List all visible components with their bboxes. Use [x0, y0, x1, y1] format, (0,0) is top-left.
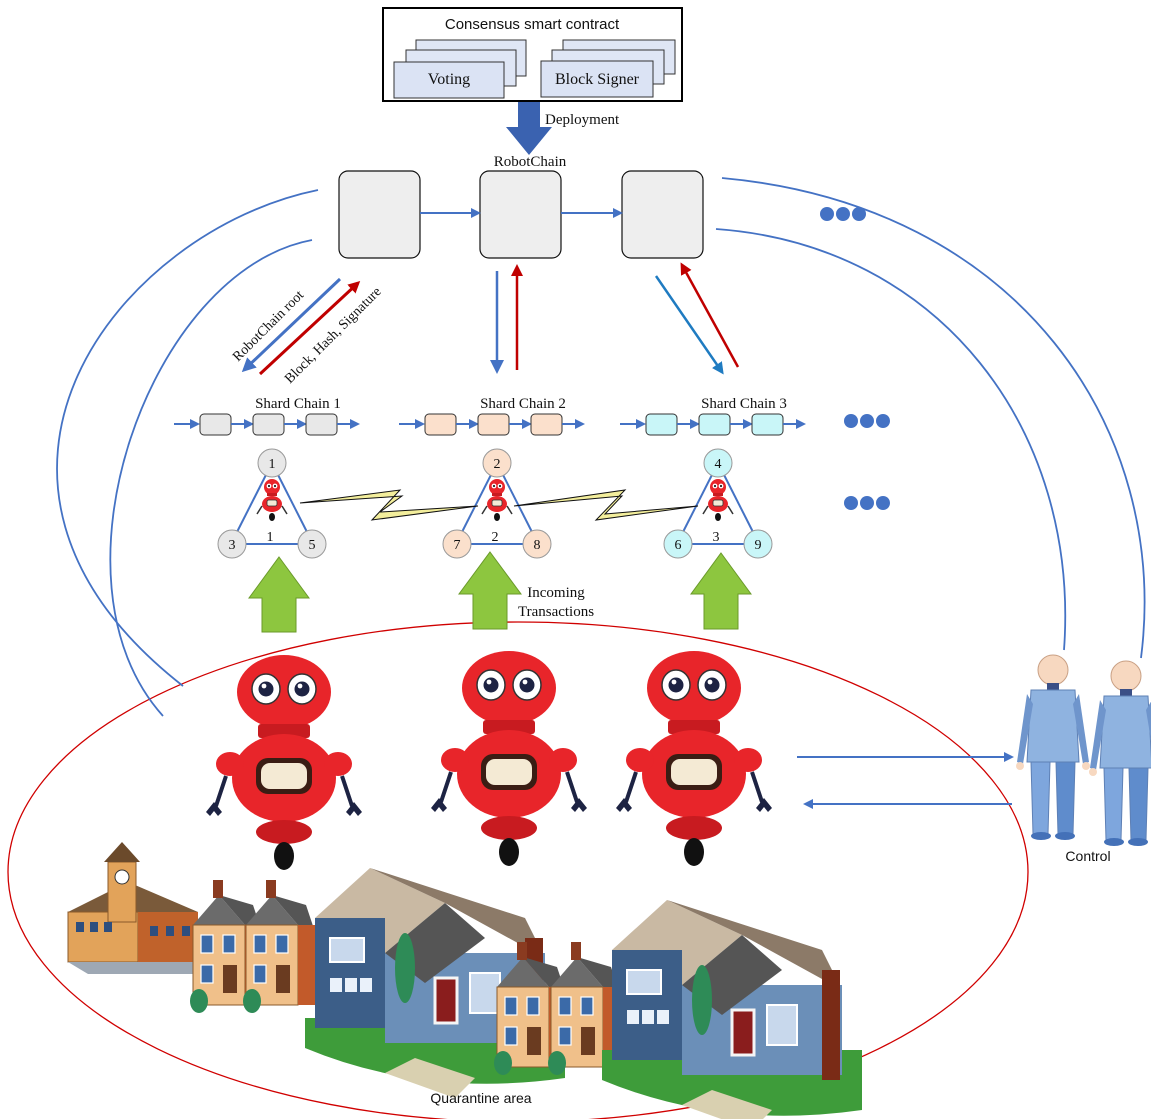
large-house-2: [600, 898, 864, 1119]
shard-robot-number: 3: [713, 530, 720, 545]
incoming-label-line2: Transactions: [518, 604, 594, 620]
contract-title: Consensus smart contract: [445, 16, 620, 33]
shard-link-1-2: [299, 489, 479, 521]
robotchain-root-label: RobotChain root: [230, 288, 307, 365]
shard-node-number: 4: [715, 457, 722, 472]
shard-node-number: 7: [454, 538, 461, 553]
shard-robot-number: 1: [267, 530, 274, 545]
shard-node: [703, 448, 733, 478]
shard-block: [477, 413, 510, 436]
shard-robot-number: 2: [492, 530, 499, 545]
robot-1: [204, 653, 364, 872]
incoming-arrow-2: [458, 551, 522, 630]
shard-block: [751, 413, 784, 436]
shard-block: [530, 413, 563, 436]
incoming-arrow-3: [690, 552, 752, 630]
townhouse-2: [242, 879, 317, 1014]
control-label: Control: [1065, 848, 1110, 864]
robotchain-block-2: [479, 170, 562, 259]
quarantine-area-ellipse: [7, 621, 1029, 1119]
shard-node-number: 1: [269, 457, 276, 472]
shard-node: [442, 529, 472, 559]
deployment-arrow: [506, 102, 552, 155]
shard3-up-arrow: [680, 262, 740, 368]
shard-node: [482, 448, 512, 478]
shard-node-number: 6: [675, 538, 682, 553]
deployment-label: Deployment: [545, 112, 620, 128]
right-outer-curve: [721, 177, 1146, 659]
shard-chain-2: Shard Chain 2 2 7 8 2: [399, 396, 585, 559]
left-inner-curve: [109, 239, 313, 717]
block-hash-signature-arrow: [258, 280, 361, 376]
voting-label: Voting: [428, 71, 470, 88]
shard-node: [522, 529, 552, 559]
consensus-smart-contract: Consensus smart contract Voting Block Si…: [382, 7, 683, 102]
shard-chain-label: Shard Chain 3: [701, 396, 787, 412]
shard-chain-label: Shard Chain 2: [480, 396, 566, 412]
shard-node: [257, 448, 287, 478]
shard-block: [645, 413, 678, 436]
robot-2: [429, 649, 589, 868]
robot-3: [614, 649, 774, 868]
shard-node: [217, 529, 247, 559]
quarantine-area-label: Quarantine area: [430, 1090, 531, 1106]
shard-link-2-3: [513, 489, 699, 521]
shard-chain-1: Shard Chain 1 1 3 5 1: [174, 396, 360, 559]
shard-chain-label: Shard Chain 1: [255, 396, 341, 412]
shard-node-number: 8: [534, 538, 541, 553]
robotchain-block-1: [338, 170, 421, 259]
shard-block: [698, 413, 731, 436]
robotchain-more-dots: [820, 207, 866, 221]
shard-node-number: 9: [755, 538, 762, 553]
incoming-arrow-1: [248, 556, 310, 633]
shard-block: [424, 413, 457, 436]
shard-node-number: 3: [229, 538, 236, 553]
shard-more-dots-2: [844, 496, 890, 510]
shard-node: [663, 529, 693, 559]
shard3-down-arrow: [654, 275, 724, 375]
shard-node: [743, 529, 773, 559]
shard-node-number: 2: [494, 457, 501, 472]
shard-node-number: 5: [309, 538, 316, 553]
shard-node: [297, 529, 327, 559]
shard-block: [252, 413, 285, 436]
shard-more-dots-1: [844, 414, 890, 428]
robotchain-root-arrow: [241, 277, 342, 373]
shard-block: [199, 413, 232, 436]
left-outer-curve: [56, 189, 319, 687]
block-signer-label: Block Signer: [555, 71, 640, 88]
robotchain-block-3: [621, 170, 704, 259]
controller-person-2: [1088, 660, 1151, 847]
controller-person-1: [1015, 654, 1091, 841]
shard-chain-3: Shard Chain 3 4 6 9 3: [620, 396, 806, 559]
robotchain-label: RobotChain: [494, 154, 567, 170]
right-inner-curve: [715, 228, 1067, 651]
incoming-label-line1: Incoming: [527, 585, 585, 601]
shard-block: [305, 413, 338, 436]
